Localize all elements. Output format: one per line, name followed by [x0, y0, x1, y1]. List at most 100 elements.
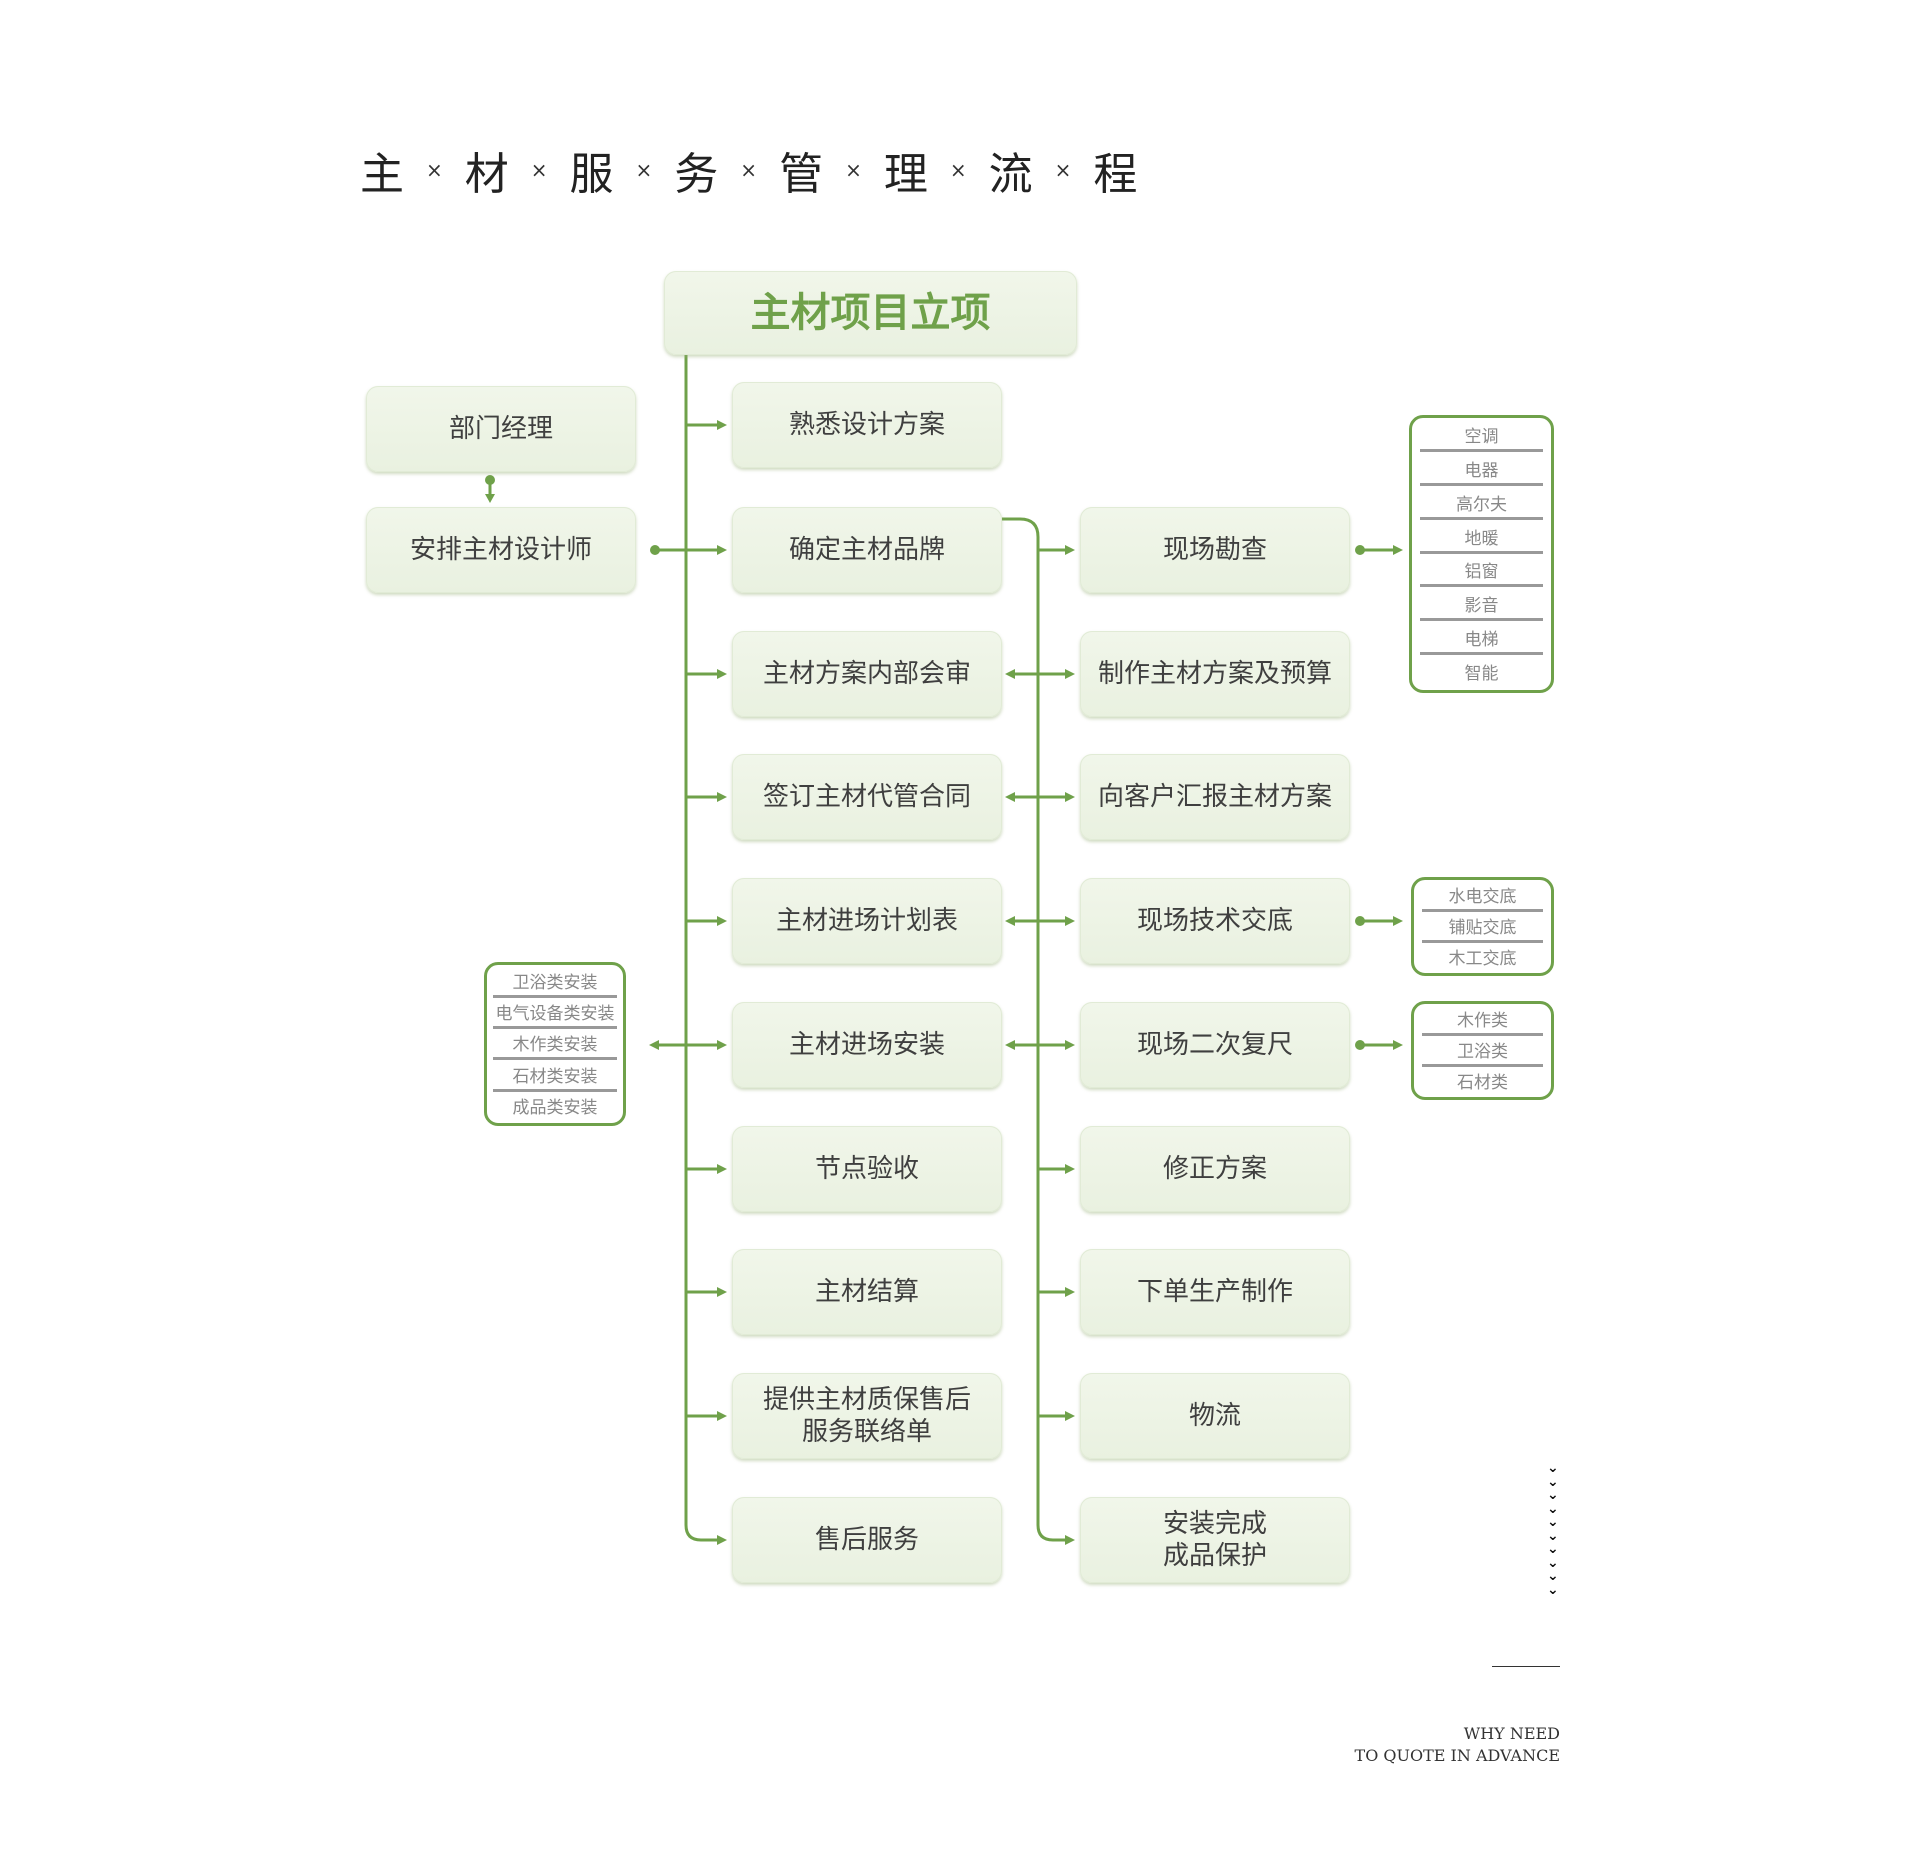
title-separator: ×	[1054, 158, 1072, 182]
node-middle-3: 签订主材代管合同	[732, 754, 1002, 840]
arrow-head-icon	[1005, 669, 1015, 679]
arrow-head-icon	[485, 494, 495, 503]
arrow-head-icon	[1065, 669, 1075, 679]
title-char: 材	[464, 149, 509, 200]
node-right-2: 向客户汇报主材方案	[1080, 754, 1350, 840]
arrow-head-icon	[717, 792, 727, 802]
arrow-head-icon	[1393, 1040, 1403, 1050]
list-item: 电气设备类安装	[493, 999, 617, 1030]
list-item: 空调	[1420, 422, 1543, 452]
category-list: 空调电器高尔夫地暖铝窗影音电梯智能	[1409, 415, 1554, 693]
list-item: 电梯	[1420, 625, 1543, 656]
title-separator: ×	[635, 158, 653, 182]
title-char: 管	[779, 149, 824, 200]
title-char: 理	[883, 149, 928, 200]
node-right-1: 制作主材方案及预算	[1080, 631, 1350, 717]
node-text-line: 安装完成	[1162, 1509, 1267, 1539]
arrow-head-icon	[717, 1040, 727, 1050]
list-item: 石材类安装	[493, 1062, 617, 1092]
list-item: 石材类	[1457, 1072, 1508, 1093]
node-assign-designer: 安排主材设计师	[366, 507, 636, 593]
list-item: 铺贴交底	[1422, 913, 1543, 943]
list-item: 铝窗	[1420, 557, 1543, 588]
arrow-head-icon	[649, 1040, 659, 1050]
chevron-down-icon: ⌄	[1547, 1568, 1559, 1584]
list-item: 成品类安装	[512, 1098, 598, 1119]
list-item: 电器	[1420, 456, 1543, 486]
arrow-head-icon	[717, 1411, 727, 1421]
arrow-head-icon	[1065, 1411, 1075, 1421]
node-right-6: 下单生产制作	[1080, 1249, 1350, 1335]
title-separator: ×	[949, 158, 967, 182]
arrow-head-icon	[1065, 1535, 1075, 1545]
arrow-head-icon	[1065, 916, 1075, 926]
title-char: 务	[674, 149, 719, 200]
list-item: 卫浴类安装	[493, 968, 617, 998]
arrow-head-icon	[1065, 1287, 1075, 1297]
chevron-down-icon: ⌄	[1547, 1514, 1559, 1530]
arrow-head-icon	[717, 916, 727, 926]
footer-text: WHY NEED TO QUOTE IN ADVANCE	[1355, 1723, 1560, 1767]
arrow-head-icon	[1065, 1040, 1075, 1050]
arrow-head-icon	[1005, 792, 1015, 802]
title-char: 服	[569, 149, 614, 200]
chevron-down-icons: ⌄⌄⌄⌄⌄⌄⌄⌄⌄⌄	[1547, 1461, 1559, 1598]
chevron-down-icon: ⌄	[1547, 1554, 1559, 1571]
remeasure-list: 木作类卫浴类石材类	[1411, 1001, 1554, 1100]
chevron-down-icon: ⌄	[1547, 1473, 1559, 1490]
page-title: 主×材×服×务×管×理×流×程	[360, 138, 1137, 202]
node-middle-0: 熟悉设计方案	[732, 382, 1002, 468]
start-node: 主材项目立项	[664, 271, 1077, 355]
main-trunk	[684, 294, 722, 1542]
node-right-3: 现场技术交底	[1080, 878, 1350, 964]
title-char: 程	[1093, 149, 1138, 200]
arrow-head-icon	[717, 1164, 727, 1174]
chevron-down-icon: ⌄	[1547, 1487, 1559, 1503]
footer-line-1: WHY NEED	[1463, 1724, 1560, 1743]
node-middle-1: 确定主材品牌	[732, 507, 1002, 593]
node-middle-6: 节点验收	[732, 1126, 1002, 1212]
chevron-down-icon: ⌄	[1547, 1500, 1559, 1517]
arrow-head-icon	[1005, 916, 1015, 926]
list-item: 卫浴类	[1422, 1037, 1543, 1067]
arrow-head-icon	[717, 420, 727, 430]
secondary-trunk	[990, 517, 1068, 1542]
title-separator: ×	[530, 158, 548, 182]
node-right-5: 修正方案	[1080, 1126, 1350, 1212]
chevron-down-icon: ⌄	[1547, 1581, 1559, 1598]
node-right-0: 现场勘查	[1080, 507, 1350, 593]
chevron-down-icon: ⌄	[1547, 1541, 1559, 1557]
node-right-7: 物流	[1080, 1373, 1350, 1459]
title-separator: ×	[740, 158, 758, 182]
node-middle-5: 主材进场安装	[732, 1002, 1002, 1088]
title-separator: ×	[845, 158, 862, 182]
node-right-4: 现场二次复尺	[1080, 1002, 1350, 1088]
list-item: 水电交底	[1422, 882, 1543, 913]
list-item: 木作类安装	[493, 1030, 617, 1061]
node-middle-7: 主材结算	[732, 1249, 1002, 1335]
install-list: 卫浴类安装电气设备类安装木作类安装石材类安装成品类安装	[484, 962, 626, 1126]
node-department-manager: 部门经理	[366, 386, 636, 472]
arrow-head-icon	[717, 1535, 727, 1545]
list-item: 木作类	[1422, 1006, 1543, 1037]
list-item: 智能	[1464, 664, 1499, 685]
arrow-head-icon	[717, 669, 727, 679]
node-middle-4: 主材进场计划表	[732, 878, 1002, 964]
node-middle-8: 提供主材质保售后服务联络单	[732, 1373, 1002, 1459]
chevron-down-icon: ⌄	[1547, 1527, 1559, 1544]
node-middle-9: 售后服务	[732, 1497, 1002, 1583]
arrow-head-icon	[717, 1287, 727, 1297]
list-item: 木工交底	[1448, 948, 1517, 969]
arrow-head-icon	[1005, 1040, 1015, 1050]
list-item: 高尔夫	[1420, 490, 1543, 520]
node-text-line: 成品保护	[1162, 1541, 1267, 1571]
footer-divider	[1492, 1666, 1560, 1667]
title-separator: ×	[426, 158, 443, 182]
list-item: 影音	[1420, 591, 1543, 622]
title-char: 主	[360, 149, 404, 200]
arrow-head-icon	[1393, 545, 1403, 555]
handover-list: 水电交底铺贴交底木工交底	[1411, 877, 1554, 976]
node-middle-2: 主材方案内部会审	[732, 631, 1002, 717]
